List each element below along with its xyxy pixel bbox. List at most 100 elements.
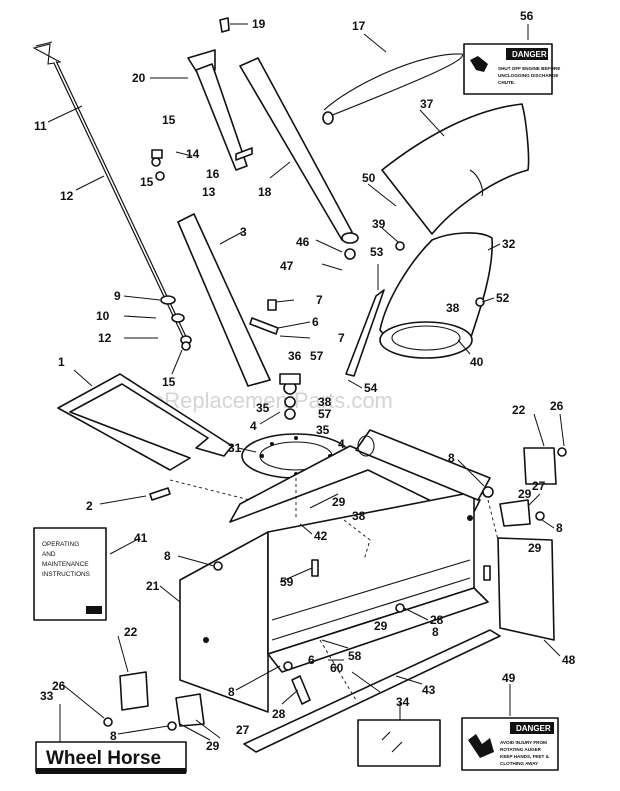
part-22-bearing-plate-right bbox=[523, 447, 557, 485]
callout-12: 12 bbox=[98, 331, 112, 345]
callout-11: 11 bbox=[34, 119, 47, 133]
callout-29: 29 bbox=[332, 495, 346, 509]
decal-bottom-line-3: KEEP HANDS, FEET & bbox=[500, 754, 550, 759]
brand-text: Wheel Horse bbox=[46, 748, 161, 769]
callout-9: 9 bbox=[114, 289, 121, 303]
callout-22: 22 bbox=[512, 403, 526, 417]
callout-42: 42 bbox=[314, 529, 328, 543]
decal-top-line-2: UNCLOGGING DISCHARGE bbox=[498, 73, 559, 78]
callout-7: 7 bbox=[316, 293, 323, 307]
assembly-line-1 bbox=[169, 479, 251, 501]
assembly-line-3 bbox=[343, 519, 371, 561]
booklet-line-1: OPERATING bbox=[42, 541, 79, 548]
part-18-20-control-tube bbox=[187, 17, 359, 244]
callout-32: 32 bbox=[502, 237, 516, 251]
callout-39: 39 bbox=[372, 217, 386, 231]
callout-29: 29 bbox=[518, 487, 532, 501]
hardware bbox=[103, 147, 567, 731]
booklet-line-4: INSTRUCTIONS bbox=[42, 571, 90, 578]
callout-29: 29 bbox=[206, 739, 220, 753]
callout-3: 3 bbox=[240, 225, 247, 239]
callout-8: 8 bbox=[556, 521, 563, 535]
callout-8: 8 bbox=[432, 625, 439, 639]
callout-40: 40 bbox=[470, 355, 484, 369]
callout-6: 6 bbox=[308, 653, 315, 667]
callout-8: 8 bbox=[164, 549, 171, 563]
callout-46: 46 bbox=[296, 235, 310, 249]
booklet-line-2: AND bbox=[42, 551, 56, 558]
callout-59: 59 bbox=[280, 575, 294, 589]
callout-21: 21 bbox=[146, 579, 160, 593]
callout-34: 34 bbox=[396, 695, 410, 709]
callout-43: 43 bbox=[422, 683, 436, 697]
callout-37: 37 bbox=[420, 97, 434, 111]
callout-8: 8 bbox=[228, 685, 235, 699]
callout-60: 60 bbox=[330, 661, 344, 675]
callout-54: 54 bbox=[364, 381, 378, 395]
decal-bottom-line-1: AVOID INJURY FROM bbox=[500, 740, 547, 745]
callout-29: 29 bbox=[374, 619, 388, 633]
watermark-text: eReplacementParts.com bbox=[152, 388, 393, 413]
part-34-glass bbox=[357, 719, 441, 767]
hand-warning-icon bbox=[470, 56, 488, 72]
part-3-handle bbox=[177, 213, 271, 387]
part-32-discharge-chute bbox=[379, 232, 493, 359]
part-11-crank-rod bbox=[32, 41, 188, 341]
part-53-brace bbox=[345, 289, 385, 377]
part-43-scraper-blade bbox=[243, 629, 501, 753]
part-9-joint bbox=[160, 295, 192, 345]
callout-labels: 19 20 11 12 15 14 13 15 16 18 17 56 37 3… bbox=[34, 9, 576, 753]
callout-20: 20 bbox=[132, 71, 146, 85]
decal-bottom-title: DANGER bbox=[516, 724, 551, 733]
decal-bottom-line-2: ROTATING AUGER bbox=[500, 747, 542, 752]
callout-19: 19 bbox=[252, 17, 266, 31]
callout-22: 22 bbox=[124, 625, 138, 639]
part-27-bracket-left bbox=[175, 693, 205, 727]
part-41-manual-booklet: OPERATING AND MAINTENANCE INSTRUCTIONS bbox=[33, 527, 107, 621]
part-17-cable bbox=[323, 53, 463, 117]
callout-17: 17 bbox=[352, 19, 366, 33]
callout-15: 15 bbox=[162, 113, 176, 127]
callout-33: 33 bbox=[40, 689, 54, 703]
part-27-bracket-right bbox=[499, 499, 531, 527]
callout-31: 31 bbox=[228, 441, 242, 455]
callout-56: 56 bbox=[520, 9, 534, 23]
part-22-bearing-plate-left bbox=[119, 671, 149, 711]
callout-10: 10 bbox=[96, 309, 110, 323]
assembly-line-4 bbox=[487, 499, 499, 541]
callout-2: 2 bbox=[86, 499, 93, 513]
callout-38: 38 bbox=[318, 395, 332, 409]
cable-clamp bbox=[322, 111, 334, 125]
decal-bottom-line-4: CLOTHING AWAY bbox=[500, 761, 538, 766]
callout-1: 1 bbox=[58, 355, 65, 369]
callout-28: 28 bbox=[430, 613, 444, 627]
decal-top-title: DANGER bbox=[512, 50, 547, 59]
callout-4: 4 bbox=[338, 437, 345, 451]
callout-18: 18 bbox=[258, 185, 272, 199]
callout-36: 36 bbox=[288, 349, 302, 363]
callout-16: 16 bbox=[206, 167, 220, 181]
leader-lines bbox=[47, 23, 565, 742]
callout-7: 7 bbox=[338, 331, 345, 345]
callout-26: 26 bbox=[550, 399, 564, 413]
auger-housing bbox=[179, 429, 491, 713]
callout-48: 48 bbox=[562, 653, 576, 667]
callout-15: 15 bbox=[162, 375, 176, 389]
callout-38: 38 bbox=[352, 509, 366, 523]
callout-57: 57 bbox=[310, 349, 324, 363]
callout-47: 47 bbox=[280, 259, 294, 273]
part-49-danger-decal-bottom: DANGER AVOID INJURY FROM ROTATING AUGER … bbox=[461, 717, 559, 771]
part-56-danger-decal-top: DANGER SHUT OFF ENGINE BEFORE UNCLOGGING… bbox=[463, 43, 560, 95]
callout-52: 52 bbox=[496, 291, 510, 305]
callout-13: 13 bbox=[202, 185, 216, 199]
callout-14: 14 bbox=[186, 147, 200, 161]
callout-49: 49 bbox=[502, 671, 516, 685]
callout-29: 29 bbox=[528, 541, 542, 555]
callout-38: 38 bbox=[446, 301, 460, 315]
part-48-side-plate bbox=[497, 537, 555, 641]
callout-35: 35 bbox=[316, 423, 330, 437]
callout-26: 26 bbox=[52, 679, 66, 693]
callout-8: 8 bbox=[448, 451, 455, 465]
callout-41: 41 bbox=[134, 531, 148, 545]
